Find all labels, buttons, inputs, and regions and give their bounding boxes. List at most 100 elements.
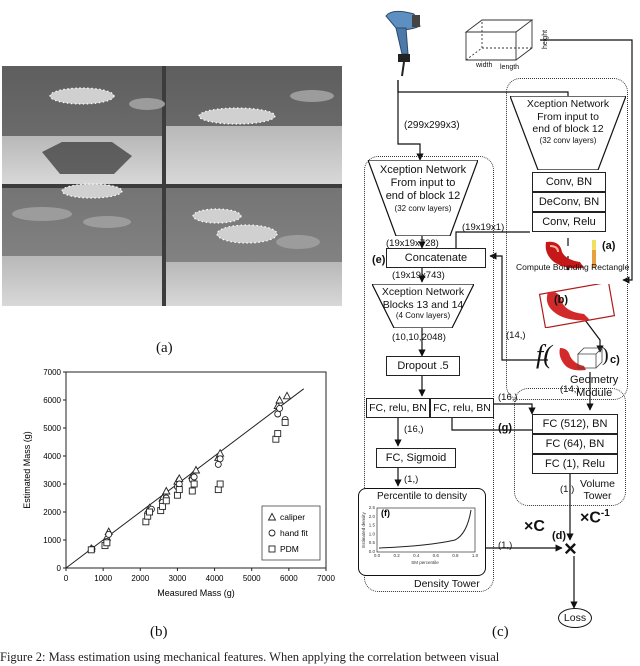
point-caliper: [162, 486, 171, 495]
mini-x-tick-label: 0.4: [413, 553, 420, 558]
fc-1-block: FC (1), Relu: [532, 454, 618, 474]
point-hand-fit: [190, 473, 198, 481]
plot-area: [65, 371, 327, 569]
times-c: ×C: [524, 518, 545, 535]
fc-right-block: FC, relu, BN: [430, 398, 494, 418]
point-hand-fit: [105, 530, 113, 538]
mini-y-tick-label: 2.0: [369, 514, 376, 519]
y-tick-label: 1000: [43, 536, 61, 545]
volume-tower-line-2: Tower: [583, 490, 612, 503]
xception-right-shape: [510, 96, 626, 170]
xception-right-label: Xception Network From input to end of bl…: [510, 98, 626, 145]
fc-512-block: FC (512), BN: [532, 414, 618, 434]
point-PDM: [87, 546, 95, 554]
volume-tower-label: Volume Tower: [580, 478, 615, 502]
mini-ylabel: Estimated density: [361, 511, 366, 547]
dim-1-volume: (1,): [560, 484, 575, 495]
volume-tower-outline: [514, 388, 626, 506]
dim-1-density: (1,): [404, 474, 419, 485]
x-tick-label: 6000: [280, 574, 298, 583]
fc-left-block: FC, relu, BN: [366, 398, 430, 418]
xception-mid-shape: [372, 284, 474, 328]
mini-y-tick-label: 0.5: [369, 540, 376, 545]
y-tick-label: 2000: [43, 508, 61, 517]
legend-marker-caliper: [267, 512, 277, 521]
y-axis-label: Estimated Mass (g): [22, 431, 32, 509]
x-tick-label: 4000: [206, 574, 224, 583]
mini-x-tick-label: 0.2: [393, 553, 400, 558]
xception-mid-sub: (4 Conv layers): [395, 311, 451, 321]
legend-label-hand-fit: hand fit: [280, 528, 309, 538]
xception-right-line-1: Xception Network: [526, 98, 610, 110]
input-dimension: (299x299x3): [404, 120, 460, 131]
xception-mid-label: Xception Network Blocks 13 and 14 (4 Con…: [372, 286, 474, 321]
fc-64-block: FC (64), BN: [532, 434, 618, 454]
geometry-module-line-1: Geometry: [570, 374, 619, 386]
dropout-block: Dropout .5: [386, 356, 460, 376]
x-tick-label: 7000: [317, 574, 335, 583]
mini-y-tick-label: 1.5: [369, 523, 376, 528]
point-PDM: [188, 487, 196, 495]
mini-x-tick-label: 0.6: [433, 553, 440, 558]
point-caliper: [191, 465, 201, 474]
geometry-module-label: Geometry Module: [570, 374, 618, 399]
y-tick-label: 4000: [43, 452, 61, 461]
dim-19x19x728: (19x19x728): [386, 238, 439, 249]
point-PDM: [281, 418, 289, 426]
mini-y-tick-label: 0.0: [369, 549, 376, 554]
mini-x-tick-label: 1.0: [472, 553, 479, 558]
label-c: c): [610, 354, 620, 366]
legend-label-PDM: PDM: [280, 544, 299, 554]
dim-1-percentile: (1,): [498, 540, 513, 551]
xception-right-line-2: From input to: [537, 110, 599, 123]
xception-left-line-3: end of block 12: [385, 190, 461, 203]
y-tick-label: 3000: [43, 480, 61, 489]
percentile-title: Percentile to density: [376, 491, 468, 502]
x-axis-label: Measured Mass (g): [157, 588, 235, 598]
xception-left-label: Xception Network From input to end of bl…: [368, 164, 478, 213]
fc-sigmoid-block: FC, Sigmoid: [376, 448, 456, 468]
point-hand-fit: [216, 455, 224, 463]
figure-caption: Figure 2: Mass estimation using mechanic…: [0, 650, 500, 664]
y-tick-label: 0: [57, 564, 62, 573]
xception-mid-line-2: Blocks 13 and 14: [382, 298, 464, 311]
point-hand-fit: [276, 404, 284, 412]
conv-bn-block: Conv, BN: [532, 172, 606, 192]
box-height-label: height: [542, 29, 550, 50]
xception-mid-line-1: Xception Network: [381, 286, 465, 298]
mini-x-tick-label: 0.8: [452, 553, 459, 558]
point-PDM: [274, 430, 282, 438]
caption-a: (a): [156, 340, 173, 356]
geometry-module-line-2: Module: [576, 386, 613, 399]
mini-x-tick-label: 0.0: [374, 553, 381, 558]
xception-right-line-3: end of block 12: [532, 123, 604, 136]
point-caliper: [282, 391, 292, 400]
caption-c: (c): [492, 624, 509, 640]
paren-close: ): [602, 344, 609, 366]
point-PDM: [216, 480, 224, 488]
caption-b: (b): [150, 624, 168, 640]
dim-14-concat: (14,): [506, 330, 526, 341]
x-tick-label: 0: [64, 574, 69, 583]
fish-photo-montage: [2, 66, 342, 306]
dim-16-left: (16,): [404, 424, 424, 435]
label-a: (a): [602, 240, 616, 252]
hair-dryer-icon: [385, 10, 421, 77]
point-PDM: [146, 508, 154, 516]
density-tower-label: Density Tower: [414, 578, 480, 590]
dim-19x19x743: (19x19x743): [392, 270, 445, 281]
y-tick-label: 5000: [43, 424, 61, 433]
multiply-symbol: ×: [564, 536, 577, 561]
point-PDM: [190, 480, 198, 488]
xception-left-line-1: Xception Network: [379, 164, 467, 176]
dim-14-volume: (14,): [560, 384, 580, 395]
x-tick-label: 5000: [243, 574, 261, 583]
point-caliper: [275, 395, 284, 404]
y-tick-label: 7000: [43, 368, 61, 377]
concatenate-block: Concatenate: [386, 248, 486, 268]
x-tick-label: 1000: [94, 574, 112, 583]
